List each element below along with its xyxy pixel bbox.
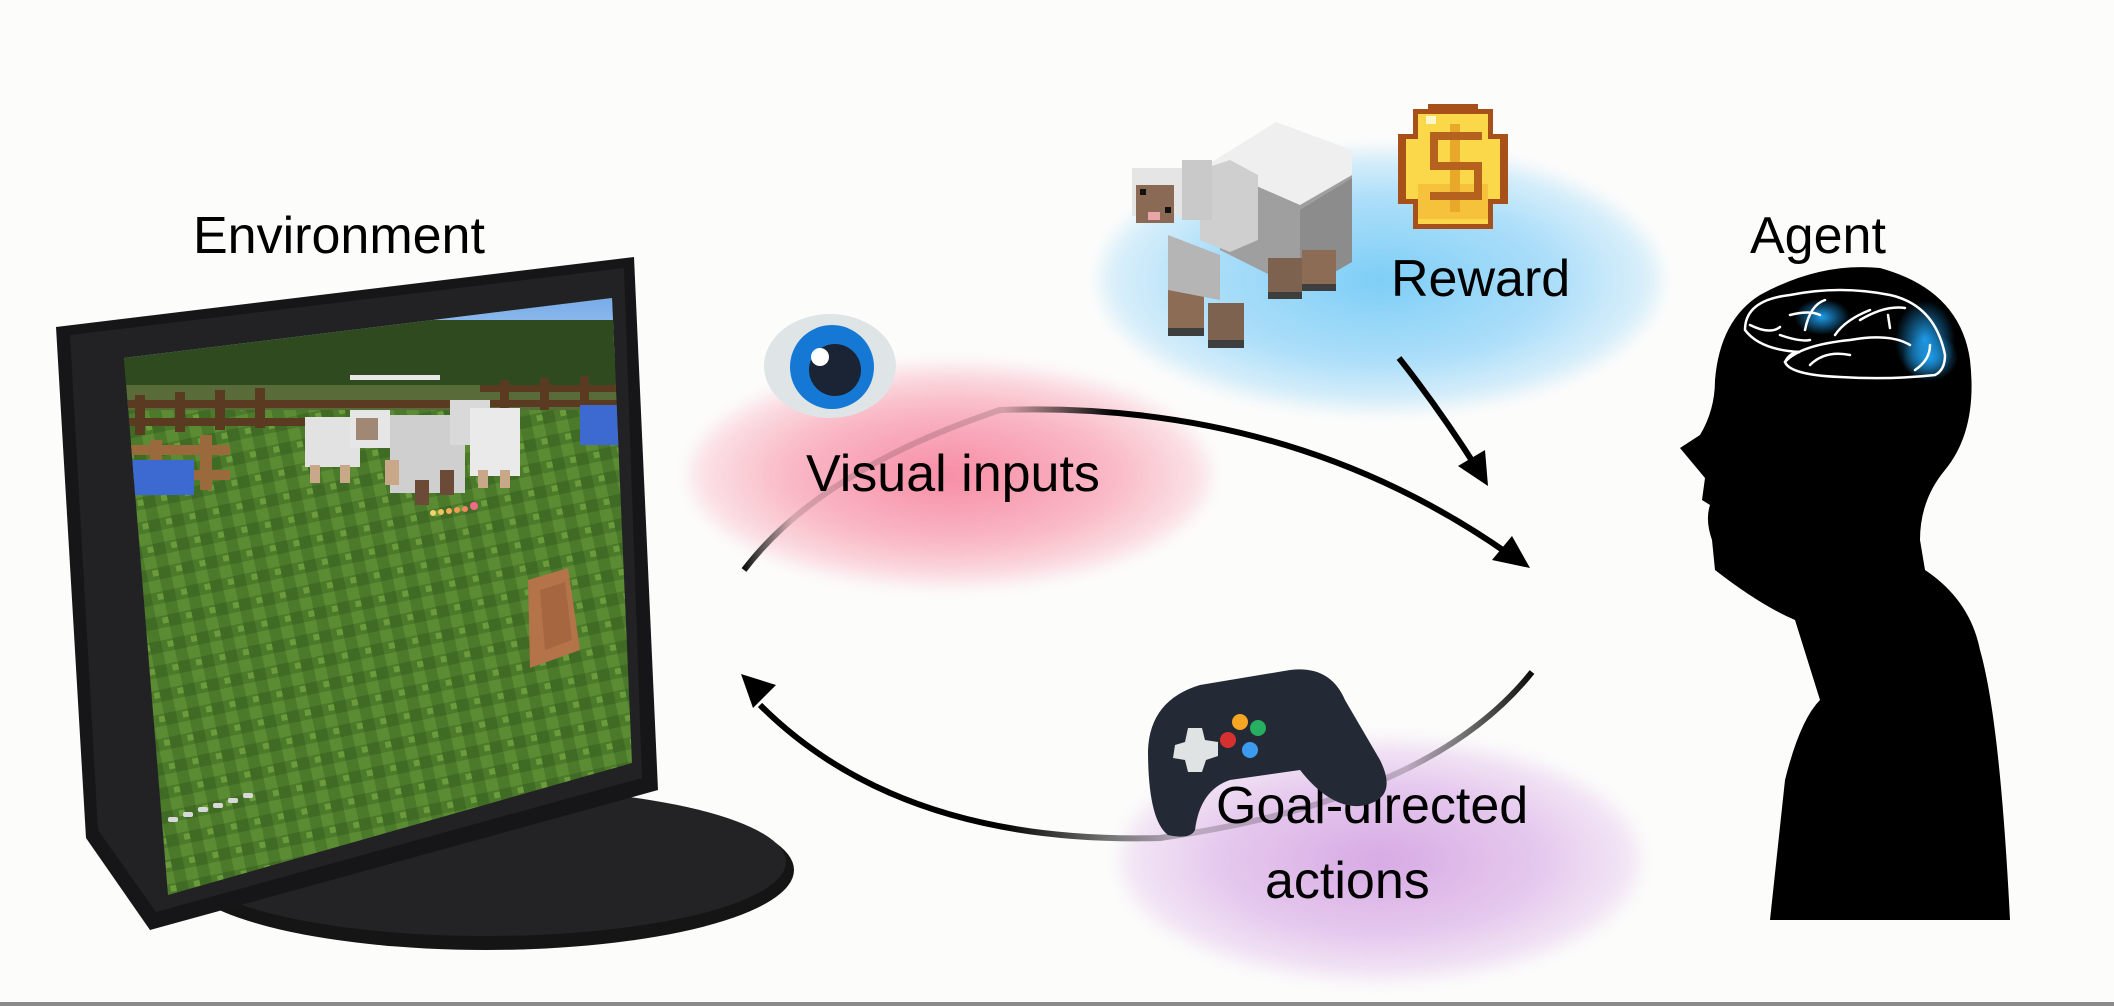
actions-arrow bbox=[757, 670, 1535, 842]
monitor-buttons bbox=[168, 793, 253, 822]
agent-label: Agent bbox=[1750, 207, 1886, 265]
actions-label-line2: actions bbox=[1265, 852, 1430, 910]
button-green bbox=[1250, 720, 1266, 736]
reward-arrowhead bbox=[1458, 450, 1488, 486]
environment-label: Environment bbox=[193, 207, 485, 265]
actions-arrowhead bbox=[741, 674, 776, 708]
visual-inputs-arrow bbox=[741, 406, 1512, 572]
dpad bbox=[1173, 728, 1218, 772]
sheep-legs bbox=[1168, 250, 1336, 348]
reward-arrow bbox=[1396, 356, 1481, 472]
fence bbox=[124, 376, 620, 435]
visual-inputs-arrowhead bbox=[1492, 536, 1530, 568]
health-bar bbox=[350, 375, 440, 380]
brain-outline bbox=[1743, 288, 1947, 380]
sheep-group bbox=[305, 400, 520, 505]
reward-label: Reward bbox=[1391, 250, 1571, 308]
button-blue bbox=[1242, 742, 1258, 758]
button-yellow bbox=[1232, 714, 1248, 730]
button-red bbox=[1220, 732, 1236, 748]
particles bbox=[430, 502, 478, 516]
image-border bbox=[0, 1002, 2114, 1006]
water bbox=[124, 460, 194, 495]
